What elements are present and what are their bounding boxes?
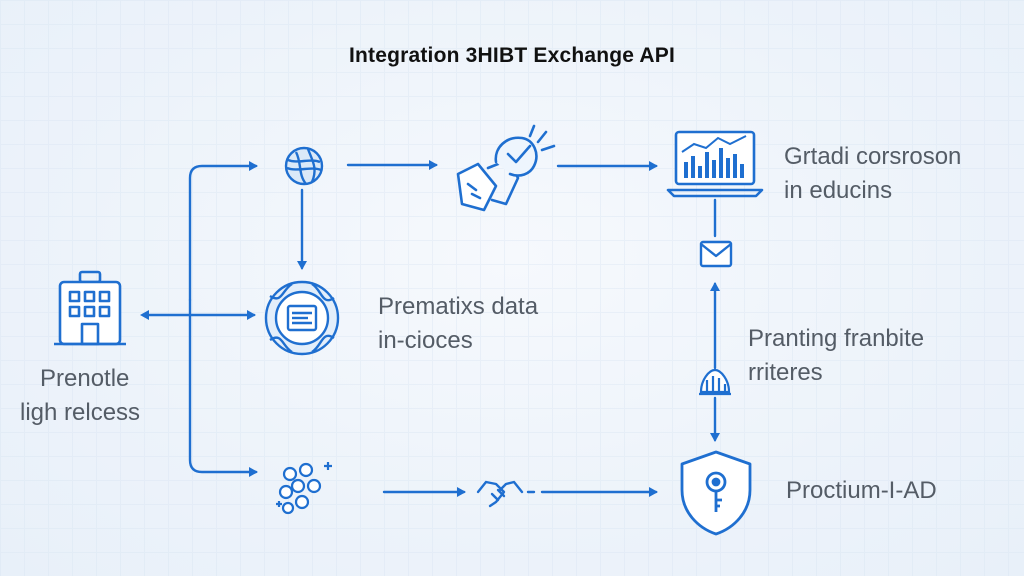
laptop-chart-icon <box>666 130 764 198</box>
handshake-check-icon <box>456 124 556 212</box>
top-right-node-label: Grtadi corsroson in educins <box>784 143 962 204</box>
molecule-icon <box>276 462 332 515</box>
center-node-label: Prematixs data in-cioces <box>378 293 539 354</box>
globe-icon <box>284 146 324 186</box>
bracket-top-arrow <box>188 161 258 302</box>
handshake-icon <box>476 480 536 508</box>
network-chip-icon <box>264 280 340 356</box>
diagram-title: Integration 3HIBT Exchange API <box>348 44 676 67</box>
bracket-bottom-arrow <box>188 298 258 477</box>
coin-stack-icon <box>699 368 731 396</box>
shield-icon <box>680 450 752 536</box>
left-node-label: Prenotle ligh relcess <box>20 365 141 426</box>
mail-icon <box>699 240 733 268</box>
right-mid-node-label: Pranting franbite rriteres <box>748 325 925 386</box>
building-icon <box>54 270 126 346</box>
bottom-right-node-label: Proctium-I-AD <box>786 477 937 504</box>
